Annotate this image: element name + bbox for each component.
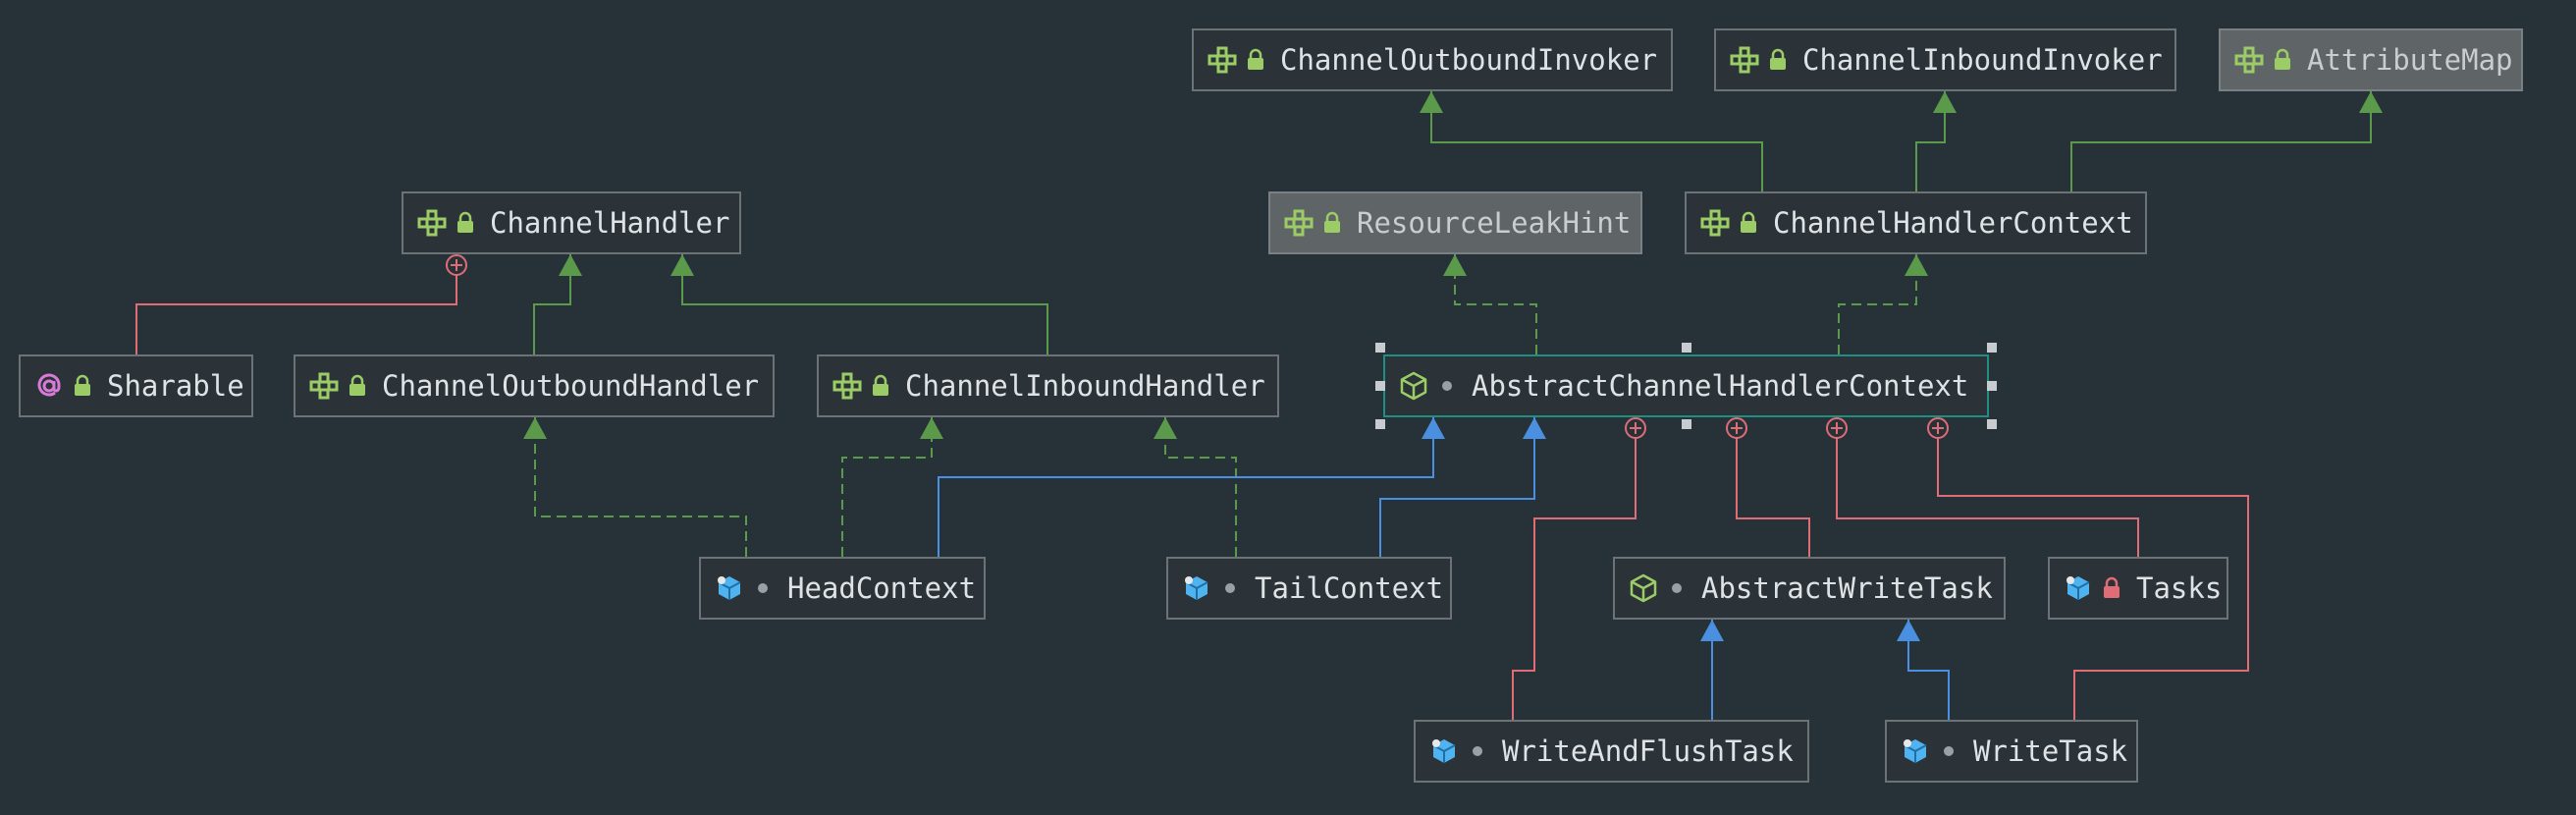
edge-class_extends <box>1897 620 1950 720</box>
interface-icon <box>307 369 341 403</box>
dot-icon <box>752 573 774 603</box>
node-label: TailContext <box>1255 571 1444 605</box>
lock-icon <box>1245 45 1266 75</box>
edge-implements <box>1838 254 1928 354</box>
edge-inner <box>1726 417 1810 557</box>
node-label: HeadContext <box>787 571 977 605</box>
edge-implements <box>1443 254 1537 354</box>
interface-icon <box>1728 43 1761 77</box>
selection-handle[interactable] <box>1681 419 1691 429</box>
class-icon <box>1180 571 1213 605</box>
node-label: Tasks <box>2136 571 2223 605</box>
node-abstract-channel-handler-context[interactable]: AbstractChannelHandlerContext <box>1383 354 1989 417</box>
selection-handle[interactable] <box>1375 343 1385 353</box>
node-tasks[interactable]: Tasks <box>2048 557 2228 620</box>
edge-inner <box>135 254 467 354</box>
node-channel-inbound-invoker[interactable]: ChannelInboundInvoker <box>1714 28 2176 91</box>
selection-handle[interactable] <box>1375 419 1385 429</box>
node-channel-handler-context[interactable]: ChannelHandlerContext <box>1685 191 2147 254</box>
selection-handle[interactable] <box>1987 381 1997 391</box>
node-label: ChannelHandlerContext <box>1773 206 2133 240</box>
node-abstract-write-task[interactable]: AbstractWriteTask <box>1613 557 2006 620</box>
interface-icon <box>1282 206 1315 240</box>
lock-icon <box>1738 208 1759 238</box>
dot-icon <box>1666 573 1688 603</box>
edge-extends <box>671 254 1048 354</box>
edge-inner <box>1927 417 2249 720</box>
interface-icon <box>1206 43 1239 77</box>
abstract-class-icon <box>1397 369 1430 403</box>
node-label: ChannelOutboundHandler <box>382 369 760 403</box>
node-write-and-flush-task[interactable]: WriteAndFlushTask <box>1414 720 1809 783</box>
class-icon <box>1899 734 1932 768</box>
edge-implements <box>1154 417 1237 557</box>
node-label: ChannelOutboundInvoker <box>1280 43 1658 77</box>
node-label: WriteTask <box>1973 734 2128 768</box>
selection-handle[interactable] <box>1375 381 1385 391</box>
node-label: ResourceLeakHint <box>1357 206 1632 240</box>
node-channel-outbound-invoker[interactable]: ChannelOutboundInvoker <box>1192 28 1673 91</box>
node-label: AbstractChannelHandlerContext <box>1472 369 1969 403</box>
edge-extends <box>1420 91 1763 191</box>
dot-icon <box>1436 371 1458 401</box>
lock-icon <box>870 371 891 401</box>
node-label: ChannelInboundHandler <box>905 369 1265 403</box>
node-label: WriteAndFlushTask <box>1502 734 1794 768</box>
node-resource-leak-hint[interactable]: ResourceLeakHint <box>1268 191 1642 254</box>
edge-class_extends <box>938 417 1445 557</box>
dot-icon <box>1467 736 1488 766</box>
node-label: ChannelInboundInvoker <box>1802 43 2163 77</box>
class-icon <box>713 571 746 605</box>
node-head-context[interactable]: HeadContext <box>699 557 986 620</box>
dot-icon <box>1938 736 1959 766</box>
red-lock-icon <box>2101 573 2122 603</box>
node-label: AbstractWriteTask <box>1701 571 1993 605</box>
interface-icon <box>831 369 864 403</box>
lock-icon <box>2272 45 2293 75</box>
abstract-class-icon <box>1627 571 1660 605</box>
interface-icon <box>415 206 449 240</box>
lock-icon <box>1767 45 1789 75</box>
interface-icon <box>1698 206 1732 240</box>
lock-icon <box>455 208 476 238</box>
edge-extends <box>1915 91 1957 191</box>
edge-implements <box>841 417 943 557</box>
lock-icon <box>72 371 93 401</box>
edge-inner <box>1826 417 2139 557</box>
dot-icon <box>1219 573 1241 603</box>
lock-icon <box>1321 208 1343 238</box>
node-label: Sharable <box>107 369 244 403</box>
class-icon <box>1427 734 1461 768</box>
edge-extends <box>2070 91 2383 191</box>
node-channel-inbound-handler[interactable]: ChannelInboundHandler <box>817 354 1279 417</box>
node-channel-handler[interactable]: ChannelHandler <box>402 191 741 254</box>
node-channel-outbound-handler[interactable]: ChannelOutboundHandler <box>294 354 775 417</box>
node-attribute-map[interactable]: AttributeMap <box>2219 28 2523 91</box>
selection-handle[interactable] <box>1987 419 1997 429</box>
selection-handle[interactable] <box>1987 343 1997 353</box>
node-label: AttributeMap <box>2307 43 2513 77</box>
lock-icon <box>347 371 368 401</box>
selection-handle[interactable] <box>1681 343 1691 353</box>
node-sharable[interactable]: Sharable <box>19 354 253 417</box>
node-write-task[interactable]: WriteTask <box>1885 720 2138 783</box>
node-tail-context[interactable]: TailContext <box>1166 557 1452 620</box>
edge-extends <box>533 254 582 354</box>
edge-implements <box>523 417 747 557</box>
interface-icon <box>2232 43 2266 77</box>
class-icon <box>2062 571 2095 605</box>
edge-class_extends <box>1700 620 1724 720</box>
edge-inner <box>1512 417 1646 720</box>
edge-class_extends <box>1379 417 1546 557</box>
annotation-icon <box>32 369 66 403</box>
node-label: ChannelHandler <box>490 206 730 240</box>
